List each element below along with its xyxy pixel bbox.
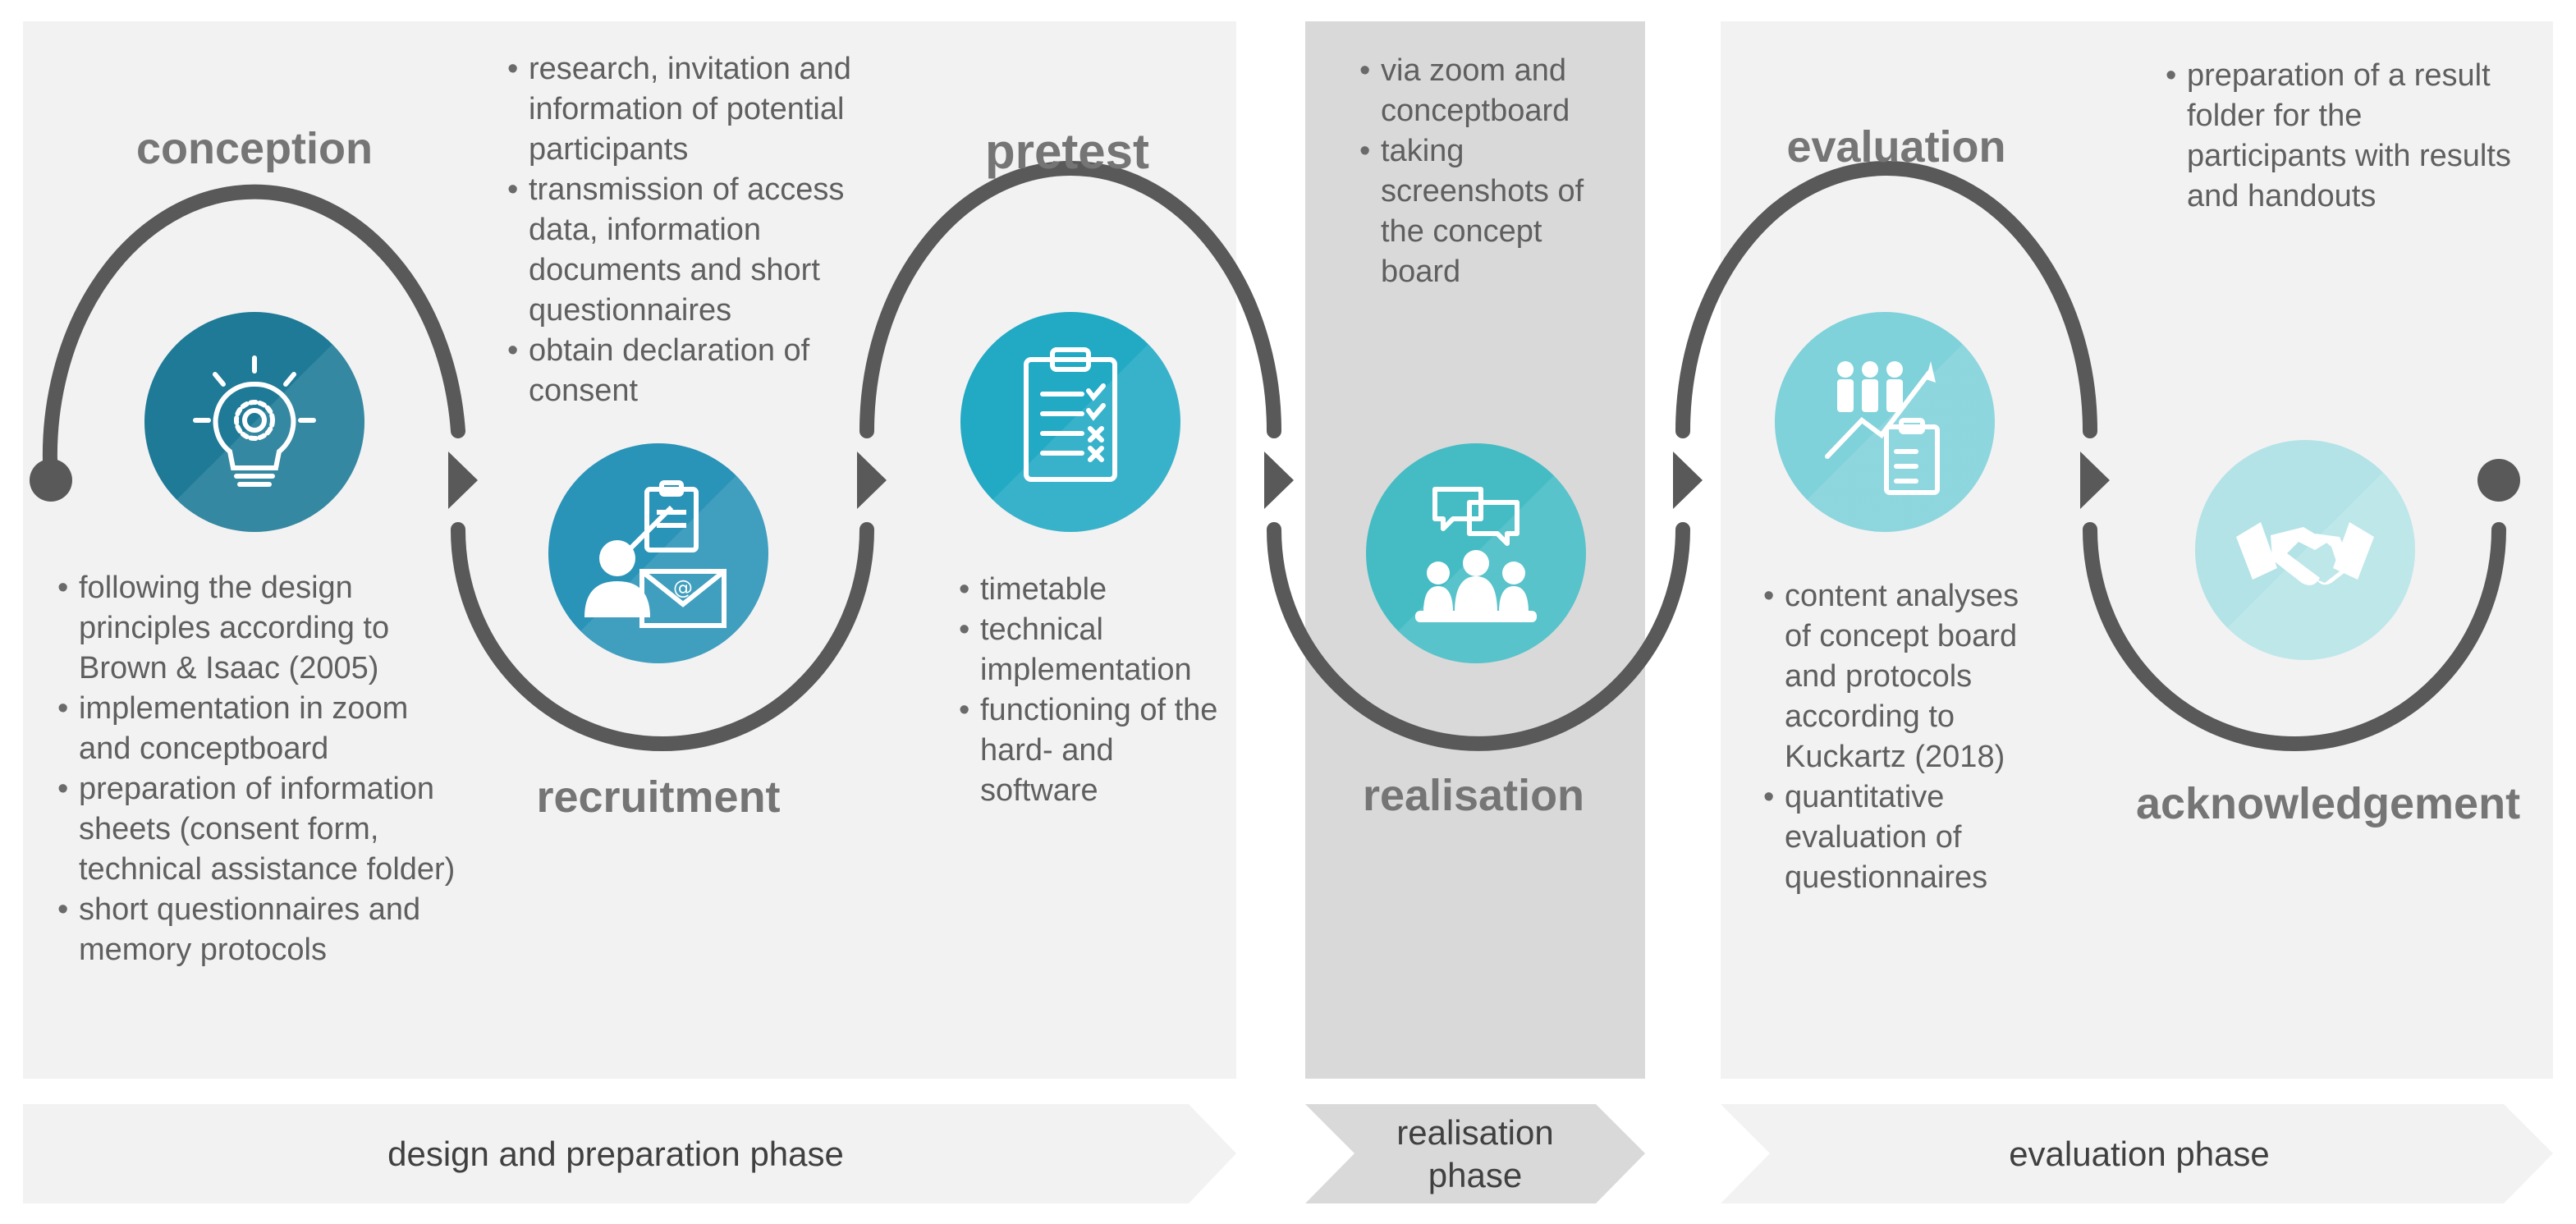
pretest-circle: [960, 312, 1180, 532]
handshake-icon: [2236, 522, 2374, 585]
list-item: taking screenshots of the concept board: [1359, 131, 1622, 292]
people-growth-chart-icon: [1825, 361, 1940, 495]
list-item: via zoom and conceptboard: [1359, 51, 1622, 131]
wave-arrow-3: [1264, 452, 1294, 509]
wave-arrow-4: [1673, 452, 1703, 509]
group-meeting-chat-icon: [1415, 487, 1537, 622]
design-phase-label: design and preparation phase: [387, 1135, 844, 1173]
acknowledgement-title: acknowledgement: [2135, 779, 2521, 828]
evaluation-circle: [1775, 312, 1995, 532]
list-item: short questionnaires and memory protocol…: [57, 890, 468, 970]
wave-start-dot: [30, 459, 72, 502]
list-item: timetable: [959, 570, 1238, 610]
evaluation-title: evaluation: [1786, 122, 2006, 172]
list-item: obtain declaration of consent: [507, 331, 885, 411]
conception-bullets: following the design principles accordin…: [57, 568, 468, 970]
pretest-bullets: timetable technical implementation funct…: [959, 570, 1238, 811]
list-item: preparation of information sheets (conse…: [57, 769, 468, 890]
list-item: implementation in zoom and conceptboard: [57, 689, 468, 769]
realisation-phase-arrow: [1305, 1104, 1645, 1203]
realisation-title: realisation: [1362, 771, 1585, 820]
conception-circle: [144, 312, 364, 532]
person-clipboard-mail-icon: @: [584, 480, 727, 628]
lightbulb-gear-icon: [193, 355, 316, 487]
realisation-bullets: via zoom and conceptboard taking screens…: [1359, 51, 1622, 292]
acknowledgement-circle: [2195, 440, 2415, 660]
wave-arc-5: [1675, 161, 2097, 438]
checklist-clipboard-icon: [1024, 347, 1117, 482]
list-item: content analyses of concept board and pr…: [1763, 576, 2042, 777]
wave-arc-4: [1267, 522, 1690, 751]
svg-text:@: @: [673, 576, 693, 599]
wave-arc-1: [42, 184, 465, 488]
list-item: quantitative evaluation of questionnaire…: [1763, 777, 2042, 898]
list-item: technical implementation: [959, 610, 1238, 690]
evaluation-phase-arrow: [1721, 1104, 2553, 1203]
wave-arc-6: [2083, 522, 2506, 751]
realisation-phase-label: realisation phase: [1396, 1113, 1554, 1194]
recruitment-bullets: research, invitation and information of …: [507, 49, 885, 411]
realisation-circle: [1366, 443, 1586, 663]
list-item: preparation of a result folder for the p…: [2166, 56, 2519, 217]
wave-arc-3: [859, 161, 1281, 438]
evaluation-bullets: content analyses of concept board and pr…: [1763, 576, 2042, 898]
pretest-title: pretest: [984, 124, 1150, 179]
evaluation-phase-label: evaluation phase: [2009, 1135, 2270, 1173]
design-phase-arrow: [23, 1104, 1236, 1203]
wave-arc-2: [451, 522, 874, 751]
list-item: research, invitation and information of …: [507, 49, 885, 170]
wave-arrow-1: [448, 452, 478, 509]
recruitment-title: recruitment: [536, 772, 781, 822]
recruitment-circle: @: [548, 443, 768, 663]
wave-arrow-2: [857, 452, 887, 509]
wave-arrow-5: [2080, 452, 2110, 509]
list-item: functioning of the hard- and software: [959, 690, 1238, 811]
wave-end-dot: [2477, 459, 2520, 502]
list-item: transmission of access data, information…: [507, 170, 885, 331]
acknowledgement-bullets: preparation of a result folder for the p…: [2166, 56, 2519, 217]
conception-title: conception: [135, 124, 373, 173]
list-item: following the design principles accordin…: [57, 568, 468, 689]
